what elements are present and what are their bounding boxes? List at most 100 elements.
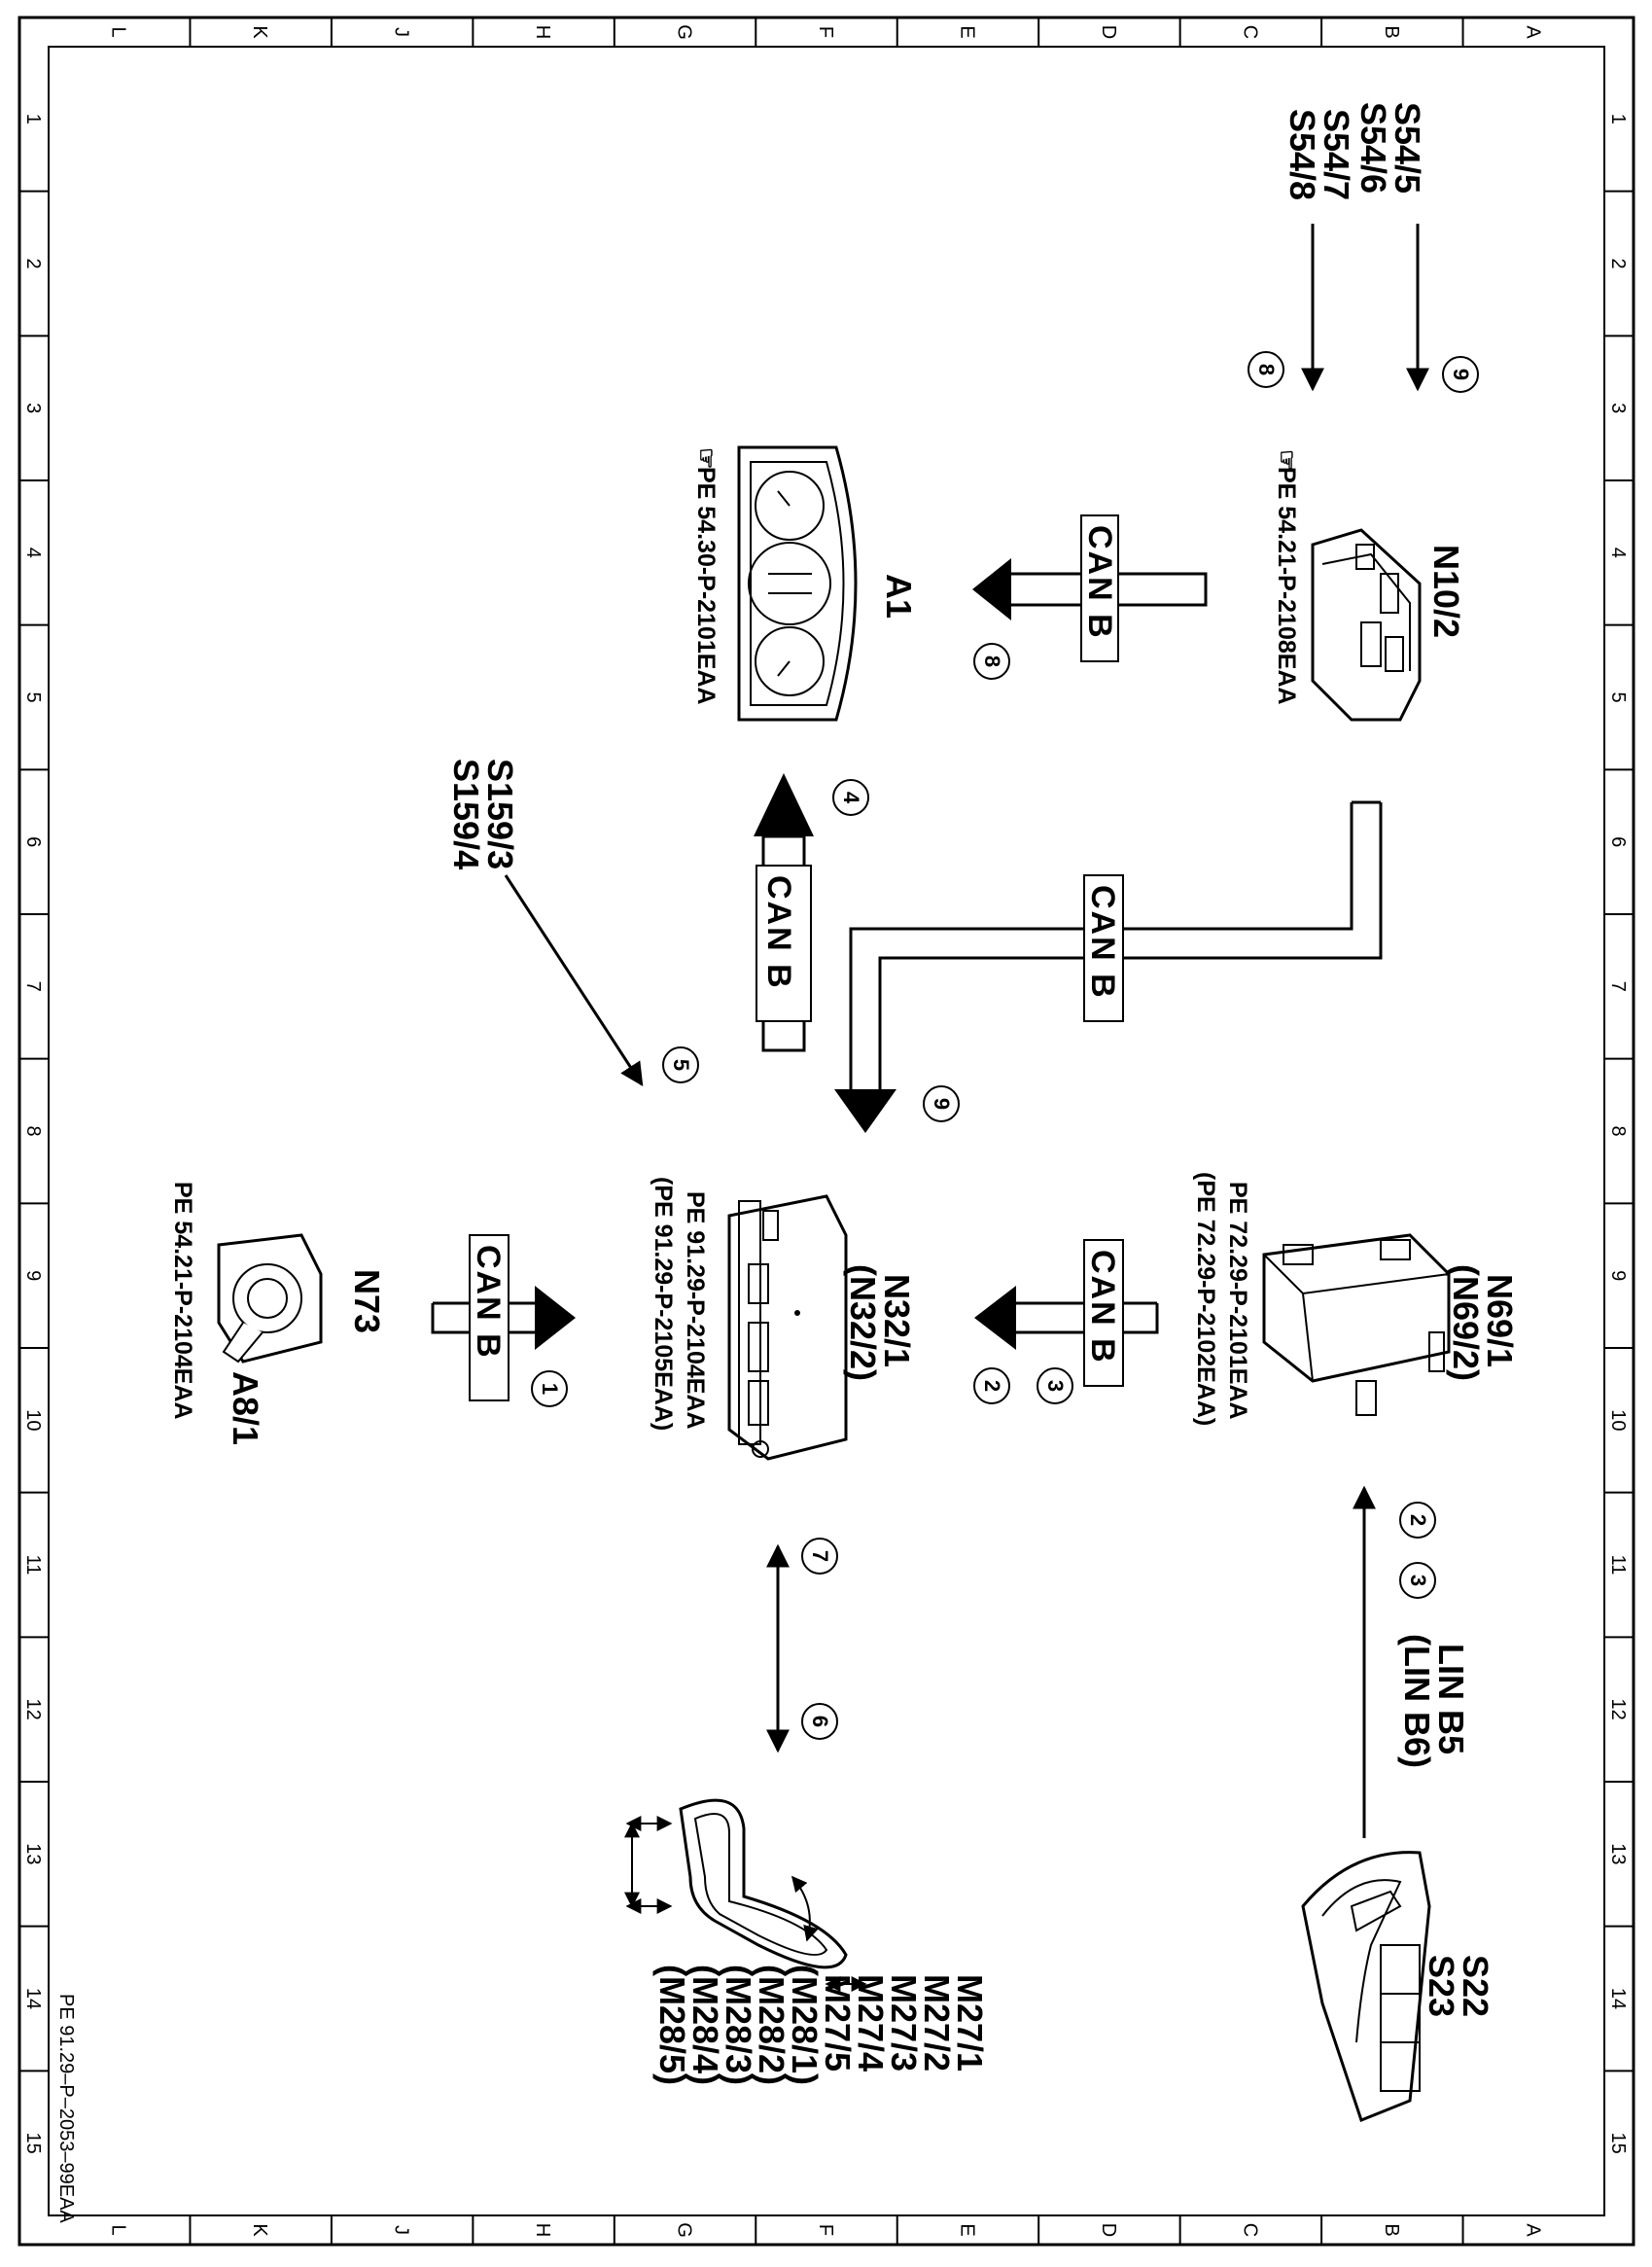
signal-3-lin: 3 <box>1399 1562 1436 1599</box>
grid-number-left-9: 9 <box>22 1270 44 1281</box>
grid-number-right-10: 10 <box>1607 1409 1629 1431</box>
grid-number-right-13: 13 <box>1607 1843 1629 1864</box>
grid-number-right-12: 12 <box>1607 1699 1629 1720</box>
n69-2-label: (N69/2) <box>1446 1264 1486 1381</box>
n32-2-label: (N32/2) <box>843 1264 883 1381</box>
svg-text:7: 7 <box>808 1550 832 1562</box>
inner-frame <box>48 46 1605 2216</box>
grid-number-left-13: 13 <box>22 1843 44 1864</box>
grid-number-left-15: 15 <box>22 2133 44 2154</box>
can-b-n10-to-a1: CAN B 8 <box>972 514 1208 680</box>
grid-number-left-4: 4 <box>22 548 44 558</box>
svg-text:3: 3 <box>1043 1380 1068 1392</box>
grid-number-left-5: 5 <box>22 691 44 702</box>
grid-letter-top-L: L <box>108 26 129 37</box>
motor-label: (M28/3) <box>719 1965 758 2085</box>
sheet-code: PE 91.29–P–2053–99EAA <box>55 1994 77 2223</box>
can-b-label-5: CAN B <box>470 1245 507 1360</box>
grid-number-left-1: 1 <box>22 114 44 124</box>
n10-2-ref: PE 54.21-P-2108EAA <box>1273 467 1300 705</box>
grid-letter-bottom-L: L <box>108 2224 129 2235</box>
grid-letter-top-B: B <box>1381 25 1402 38</box>
grid-letter-top-D: D <box>1098 25 1119 39</box>
grid-number-left-8: 8 <box>22 1125 44 1136</box>
n32-control-unit-drawing <box>727 1194 848 1461</box>
grid-letter-top-A: A <box>1522 25 1543 39</box>
s54-6-label: S54/6 <box>1353 102 1393 194</box>
grid-letter-bottom-E: E <box>956 2223 977 2236</box>
svg-text:8: 8 <box>1254 364 1279 375</box>
s54-8-label: S54/8 <box>1283 109 1322 200</box>
a1-label: A1 <box>879 574 919 619</box>
can-b-label-3: CAN B <box>1084 885 1121 1000</box>
grid-number-right-2: 2 <box>1607 258 1629 268</box>
grid-ticks <box>19 18 1634 2245</box>
n73-label: N73 <box>347 1269 387 1333</box>
n10-2-ref-icon: ☞ <box>1273 449 1300 471</box>
signal-5: 5 <box>662 1046 699 1083</box>
seat-motor-labels: M27/1M27/2M27/3M27/4M27/5(M28/1)(M28/2)(… <box>652 1965 990 2085</box>
grid-number-left-7: 7 <box>22 981 44 992</box>
s22-switch-drawing <box>1301 1851 1431 2122</box>
svg-text:3: 3 <box>1406 1575 1430 1586</box>
can-b-n32-to-a1: CAN B 4 <box>754 773 869 1052</box>
s54-7-label: S54/7 <box>1317 109 1356 200</box>
grid-letter-bottom-F: F <box>815 2224 836 2236</box>
a8-1-label: A8/1 <box>226 1371 265 1445</box>
grid-number-left-12: 12 <box>22 1699 44 1720</box>
svg-text:5: 5 <box>669 1059 693 1071</box>
n69-ref-2: (PE 72.29-P-2102EAA) <box>1192 1172 1219 1426</box>
n69-door-module-drawing <box>1262 1233 1451 1416</box>
grid-number-right-5: 5 <box>1607 691 1629 702</box>
motor-label: (M28/1) <box>785 1965 825 2085</box>
grid-number-left-10: 10 <box>22 1409 44 1431</box>
grid-number-left-3: 3 <box>22 403 44 413</box>
grid-letter-bottom-G: G <box>674 2222 695 2238</box>
motor-label: M27/3 <box>884 1974 924 2072</box>
signal-8-top: 8 <box>1248 351 1284 388</box>
motor-label: (M28/4) <box>685 1965 725 2085</box>
s54-switch-labels: S54/5 S54/6 S54/7 S54/8 <box>1283 102 1427 200</box>
signal-6: 6 <box>801 1703 838 1740</box>
grid-number-left-14: 14 <box>22 1988 44 2009</box>
grid-number-left-11: 11 <box>22 1555 44 1576</box>
n10-2-label: N10/2 <box>1426 545 1466 638</box>
grid-number-right-7: 7 <box>1607 981 1629 992</box>
outer-frame <box>18 16 1635 2247</box>
s54-5-label: S54/5 <box>1388 102 1427 194</box>
grid-letter-bottom-H: H <box>532 2223 553 2237</box>
svg-text:9: 9 <box>1449 369 1473 380</box>
can-b-label-4: CAN B <box>1084 1250 1121 1364</box>
seat-drawing <box>624 1798 867 1992</box>
grid-number-left-2: 2 <box>22 258 44 268</box>
lin-b5-label: LIN B5 <box>1431 1644 1471 1754</box>
grid-letter-bottom-K: K <box>249 2223 270 2237</box>
svg-text:1: 1 <box>538 1383 562 1395</box>
a1-ref-icon: ☞ <box>692 447 720 469</box>
grid-letter-bottom-J: J <box>391 2225 412 2235</box>
motor-label: (M28/5) <box>652 1965 692 2085</box>
grid-letter-top-C: C <box>1239 25 1260 39</box>
grid-letter-top-K: K <box>249 25 270 39</box>
lin-b6-label: (LIN B6) <box>1397 1634 1437 1768</box>
grid-letter-top-H: H <box>532 25 553 39</box>
s23-label: S23 <box>1422 1955 1461 2017</box>
svg-text:2: 2 <box>1406 1514 1430 1526</box>
grid-letter-bottom-B: B <box>1381 2223 1402 2236</box>
grid-letter-top-J: J <box>391 27 412 37</box>
can-b-n69-to-n32: CAN B 3 2 <box>973 1239 1159 1404</box>
grid-number-right-8: 8 <box>1607 1125 1629 1136</box>
motor-label: (M28/2) <box>752 1965 791 2085</box>
n73-ignition-switch-drawing <box>217 1233 323 1364</box>
grid-number-right-14: 14 <box>1607 1988 1629 2009</box>
s159-3-label: S159/3 <box>480 759 520 869</box>
svg-text:9: 9 <box>930 1098 954 1110</box>
grid-letter-top-G: G <box>674 24 695 40</box>
grid-number-left-6: 6 <box>22 836 44 847</box>
n10-2-module-drawing <box>1311 528 1422 722</box>
n32-ref-1: PE 91.29-P-2104EAA <box>682 1191 709 1430</box>
svg-text:6: 6 <box>808 1716 832 1727</box>
motor-label: M27/1 <box>950 1974 990 2072</box>
